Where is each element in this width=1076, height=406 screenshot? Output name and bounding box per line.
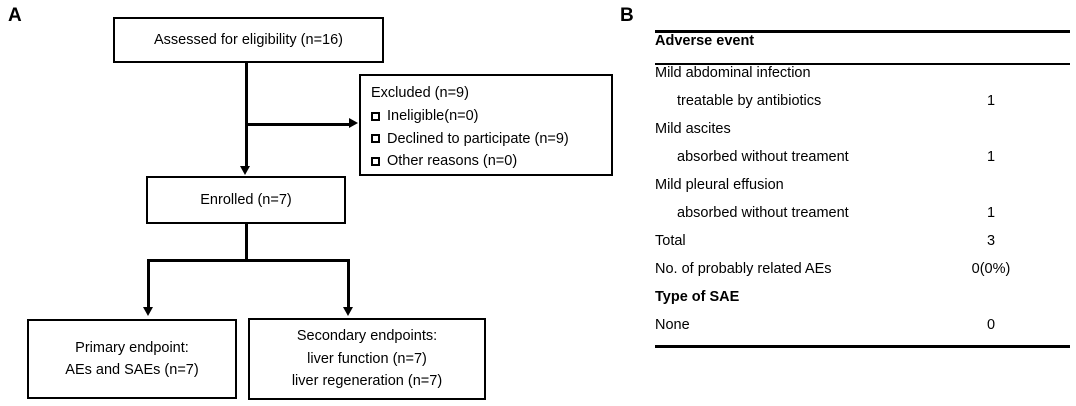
table-row: Total 3	[655, 233, 1070, 261]
connector-to-excluded	[245, 123, 349, 126]
arrowhead-secondary	[343, 307, 353, 316]
consort-flow-diagram: Assessed for eligibility (n=16) Excluded…	[27, 17, 613, 400]
checkbox-icon	[371, 134, 380, 144]
table-header-row: Adverse event	[655, 33, 1070, 63]
table-header-label: Adverse event	[655, 33, 755, 49]
table-row: Mild abdominal infection	[655, 65, 1070, 93]
table-row: No. of probably related AEs 0(0%)	[655, 261, 1070, 289]
excluded-item: Other reasons (n=0)	[371, 150, 517, 172]
primary-endpoint-line2: AEs and SAEs (n=7)	[65, 362, 199, 378]
table-cell-label: absorbed without treament	[677, 205, 849, 221]
secondary-endpoint-line1: Secondary endpoints:	[296, 328, 438, 345]
table-cell-value: 3	[986, 233, 996, 249]
table-row: None 0	[655, 317, 1070, 345]
flow-box-enrolled: Enrolled (n=7)	[146, 176, 346, 224]
checkbox-icon	[371, 111, 380, 121]
table-cell-label: Type of SAE	[655, 289, 740, 305]
table-rule-bottom	[655, 345, 1070, 348]
table-cell-label: Total	[655, 233, 686, 249]
secondary-endpoint-line2: liver function (n=7)	[307, 350, 427, 367]
table-cell-label: absorbed without treament	[677, 149, 849, 165]
excluded-item: Declined to participate (n=9)	[371, 128, 569, 150]
arrowhead-excluded	[349, 118, 358, 128]
table-row: Mild pleural effusion	[655, 177, 1070, 205]
flow-box-primary-endpoint: Primary endpoint: AEs and SAEs (n=7)	[27, 319, 237, 399]
flow-box-enrolled-line1: Enrolled (n=7)	[200, 191, 292, 208]
table-cell-label: treatable by antibiotics	[677, 93, 822, 109]
excluded-item: Ineligible(n=0)	[371, 105, 479, 127]
table-row: Mild ascites	[655, 121, 1070, 149]
arrowhead-enrolled	[240, 166, 250, 175]
table-row: Type of SAE	[655, 289, 1070, 317]
table-cell-value: 1	[986, 205, 996, 221]
connector-assessed-to-enrolled	[245, 63, 248, 167]
adverse-events-table: Adverse event Mild abdominal infection t…	[655, 30, 1070, 348]
table-row: absorbed without treament 1	[655, 205, 1070, 233]
primary-endpoint-line1: Primary endpoint:	[75, 339, 189, 356]
panel-b-label: B	[620, 5, 634, 26]
table-cell-label: Mild pleural effusion	[655, 177, 784, 193]
flow-box-excluded: Excluded (n=9) Ineligible(n=0) Declined …	[359, 74, 613, 176]
table-rule-header	[655, 63, 1070, 65]
table-row: absorbed without treament 1	[655, 149, 1070, 177]
checkbox-icon	[371, 156, 380, 166]
table-cell-label: Mild ascites	[655, 121, 731, 137]
connector-split-bar	[147, 259, 350, 262]
connector-enrolled-trunk	[245, 224, 248, 262]
table-cell-label: None	[655, 317, 690, 333]
table-cell-value: 0(0%)	[971, 261, 1011, 277]
excluded-title: Excluded (n=9)	[371, 84, 469, 101]
connector-to-primary	[147, 259, 150, 309]
arrowhead-primary	[143, 307, 153, 316]
table-cell-value: 1	[986, 149, 996, 165]
table-cell-label: No. of probably related AEs	[655, 261, 832, 277]
panel-a-label: A	[8, 5, 22, 26]
table-row: treatable by antibiotics 1	[655, 93, 1070, 121]
flow-box-assessed-line1: Assessed for eligibility (n=16)	[154, 31, 343, 48]
excluded-item-label: Declined to participate (n=9)	[387, 130, 569, 147]
secondary-endpoint-line3: liver regeneration (n=7)	[291, 373, 443, 390]
flow-box-assessed: Assessed for eligibility (n=16)	[113, 17, 384, 63]
table-cell-label: Mild abdominal infection	[655, 65, 811, 81]
connector-to-secondary	[347, 259, 350, 309]
table-cell-value: 1	[986, 93, 996, 109]
flow-box-secondary-endpoints: Secondary endpoints: liver function (n=7…	[248, 318, 486, 400]
table-rule-top	[655, 30, 1070, 33]
excluded-item-label: Ineligible(n=0)	[387, 108, 479, 125]
table-cell-value: 0	[986, 317, 996, 333]
excluded-item-label: Other reasons (n=0)	[387, 152, 518, 169]
